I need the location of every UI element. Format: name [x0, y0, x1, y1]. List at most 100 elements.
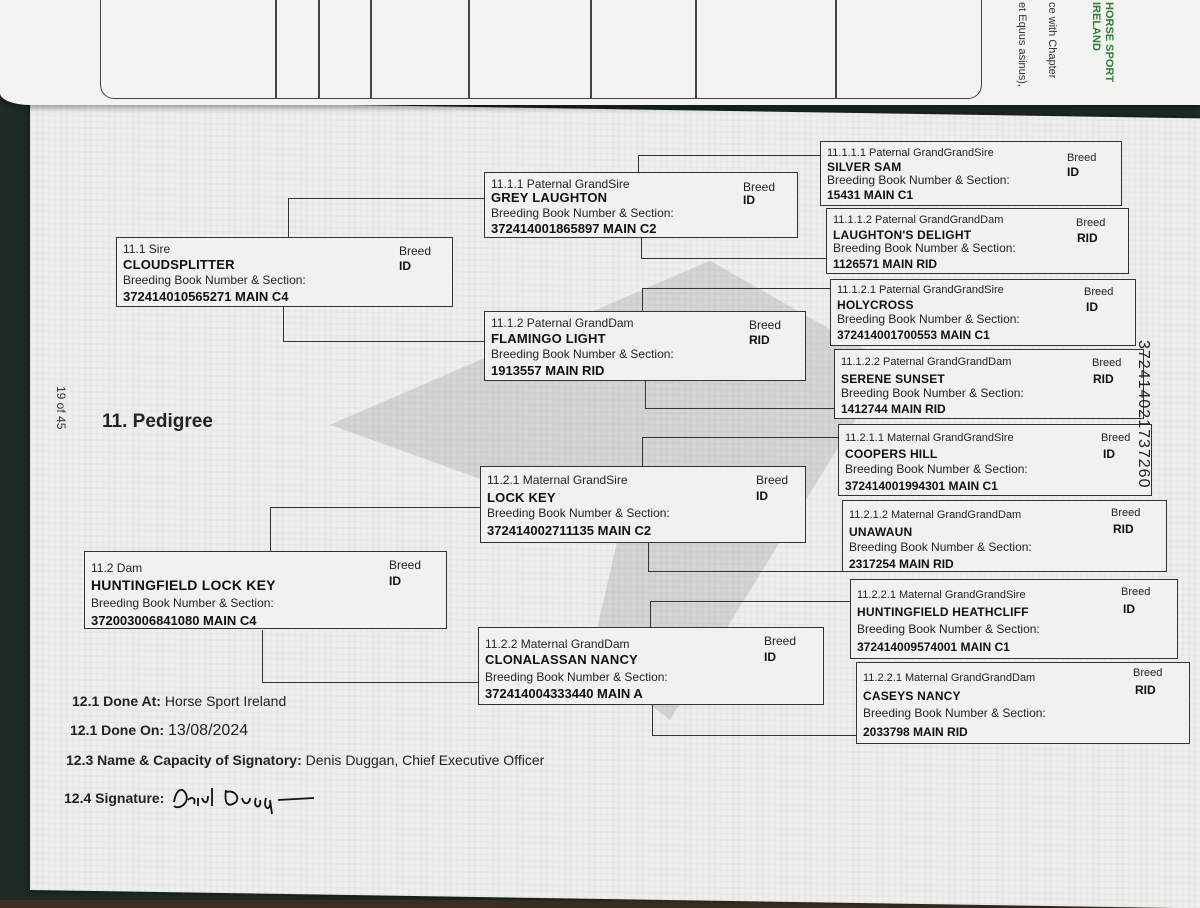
horse-name: SERENE SUNSET	[841, 372, 945, 386]
signatory-value: Denis Duggan, Chief Executive Officer	[305, 752, 545, 768]
signature-row: 12.4 Signature:	[64, 790, 164, 806]
breeding-book-label: Breeding Book Number & Section:	[491, 206, 674, 220]
box-label: 11.2.1 Maternal GrandSire	[487, 473, 628, 487]
breeding-book-label: Breeding Book Number & Section:	[491, 347, 674, 361]
horse-name: CLONALASSAN NANCY	[485, 652, 638, 667]
signatory-row: 12.3 Name & Capacity of Signatory: Denis…	[66, 752, 544, 768]
breeding-book-number: 372414001700553 MAIN C1	[837, 328, 990, 342]
breed-code: ID	[389, 574, 401, 588]
box-label: 11.1.1.1 Paternal GrandGrandSire	[827, 147, 994, 159]
horse-name: SILVER SAM	[827, 160, 902, 174]
breeding-book-number: 372414001994301 MAIN C1	[845, 479, 998, 493]
done-at-row: 12.1 Done At: Horse Sport Ireland	[72, 693, 286, 709]
box-label: 11.1.2 Paternal GrandDam	[491, 316, 634, 330]
breed-code: RID	[1093, 372, 1114, 386]
breed-code: ID	[1103, 447, 1115, 461]
breeding-book-label: Breeding Book Number & Section:	[857, 622, 1040, 636]
connector-line	[648, 542, 845, 572]
signature-label: 12.4 Signature:	[64, 790, 165, 806]
breed-code: RID	[1077, 231, 1098, 245]
breed-label: Breed	[1101, 432, 1131, 444]
grid-line	[590, 0, 592, 98]
breeding-book-number: 372414001865897 MAIN C2	[491, 221, 657, 236]
done-at-label: 12.1 Done At:	[72, 693, 161, 709]
connector-line	[652, 705, 857, 736]
breed-label: Breed	[1084, 286, 1114, 298]
connector-line	[262, 630, 479, 683]
breeding-book-label: Breeding Book Number & Section:	[123, 273, 306, 287]
done-on-row: 12.1 Done On: 13/08/2024	[70, 722, 248, 740]
breed-label: Breed	[1076, 217, 1106, 229]
horse-name: CASEYS NANCY	[863, 689, 961, 703]
breeding-book-label: Breeding Book Number & Section:	[849, 540, 1032, 554]
horse-name: FLAMINGO LIGHT	[491, 331, 606, 346]
org-name-line2: IRELAND	[1090, 2, 1102, 51]
box-label: 11.2.2 Maternal GrandDam	[485, 637, 630, 651]
breeding-book-label: Breeding Book Number & Section:	[841, 386, 1024, 400]
breed-label: Breed	[1133, 667, 1163, 679]
breeding-book-number: 1126571 MAIN RID	[833, 257, 938, 271]
breed-code: ID	[756, 489, 768, 503]
pedigree-box-sire: 11.1 Sire CLOUDSPLITTER Breeding Book Nu…	[116, 237, 453, 307]
box-label: 11.2.2.1 Maternal GrandGrandDam	[863, 672, 1036, 684]
connector-line	[638, 155, 821, 176]
breeding-book-number: 372414002711135 MAIN C2	[487, 523, 652, 538]
breeding-book-label: Breeding Book Number & Section:	[863, 706, 1046, 720]
done-on-label: 12.1 Done On:	[70, 722, 165, 738]
section-title: 11. Pedigree	[102, 411, 213, 432]
breeding-book-label: Breeding Book Number & Section:	[837, 312, 1020, 326]
breed-label: Breed	[743, 180, 776, 194]
breed-code: RID	[1135, 683, 1156, 697]
breeding-book-label: Breeding Book Number & Section:	[827, 173, 1010, 187]
breed-label: Breed	[764, 634, 797, 648]
breed-label: Breed	[399, 244, 432, 258]
pedigree-box-maternal-granddam: 11.2.2 Maternal GrandDam CLONALASSAN NAN…	[478, 627, 824, 705]
header-side-text: et Equus asinus),	[1016, 2, 1028, 87]
org-name-line1: HORSE SPORT	[1103, 2, 1115, 83]
connector-line	[650, 601, 851, 628]
box-label: 11.2.1.2 Maternal GrandGrandDam	[849, 509, 1022, 521]
pedigree-box-great-grandsire-3: 11.1.2.1 Paternal GrandGrandSire HOLYCRO…	[830, 279, 1136, 346]
horse-name: GREY LAUGHTON	[491, 190, 608, 205]
breed-label: Breed	[1067, 152, 1097, 164]
breed-code: ID	[1067, 165, 1079, 179]
horse-name: HUNTINGFIELD LOCK KEY	[91, 577, 276, 593]
breed-label: Breed	[1121, 586, 1151, 598]
connector-line	[642, 437, 839, 468]
done-at-value: Horse Sport Ireland	[164, 693, 287, 709]
grid-line	[468, 0, 470, 98]
grid-line	[275, 0, 277, 98]
box-label: 11.1.2.2 Paternal GrandGrandDam	[841, 356, 1012, 368]
pedigree-box-great-granddam-4: 11.1.2.2 Paternal GrandGrandDam SERENE S…	[834, 349, 1144, 419]
grid-line	[695, 0, 697, 98]
horse-name: HUNTINGFIELD HEATHCLIFF	[857, 605, 1029, 619]
horse-name: LOCK KEY	[487, 490, 556, 505]
handwritten-signature	[173, 788, 315, 815]
box-label: 11.1 Sire	[123, 242, 171, 256]
connector-line	[641, 237, 827, 259]
signatory-label: 12.3 Name & Capacity of Signatory:	[66, 752, 302, 768]
pedigree-box-maternal-grandsire: 11.2.1 Maternal GrandSire LOCK KEY Breed…	[480, 466, 806, 543]
page-number: 19 of 45	[54, 386, 68, 430]
breeding-book-number: 2317254 MAIN RID	[849, 557, 954, 571]
horse-name: CLOUDSPLITTER	[123, 257, 235, 272]
breed-code: ID	[743, 193, 755, 207]
pedigree-box-great-grandsire-5: 11.2.1.1 Maternal GrandGrandSire COOPERS…	[838, 424, 1152, 496]
box-label: 11.1.1 Paternal GrandSire	[491, 177, 630, 191]
breed-code: RID	[749, 333, 770, 347]
box-label: 11.2.2.1 Maternal GrandGrandSire	[857, 589, 1026, 601]
connector-line	[288, 198, 486, 239]
pedigree-box-paternal-grandsire: 11.1.1 Paternal GrandSire GREY LAUGHTON …	[484, 172, 798, 238]
breeding-book-number: 372414010565271 MAIN C4	[123, 289, 289, 304]
breed-label: Breed	[1111, 507, 1141, 519]
done-on-value: 13/08/2024	[168, 722, 249, 739]
breed-label: Breed	[756, 473, 789, 487]
pedigree-box-great-granddam-2: 11.1.1.2 Paternal GrandGrandDam LAUGHTON…	[826, 208, 1129, 274]
breed-label: Breed	[1092, 357, 1122, 369]
breeding-book-number: 372003006841080 MAIN C4	[91, 613, 257, 628]
pedigree-box-great-grandsire-7: 11.2.2.1 Maternal GrandGrandSire HUNTING…	[850, 579, 1178, 659]
previous-page-edge: HORSE SPORT IRELAND ce with Chapter et E…	[0, 0, 1200, 105]
side-reference-number: 372414021737260	[1135, 340, 1152, 489]
connector-line	[270, 507, 481, 553]
breeding-book-label: Breeding Book Number & Section:	[91, 596, 274, 610]
